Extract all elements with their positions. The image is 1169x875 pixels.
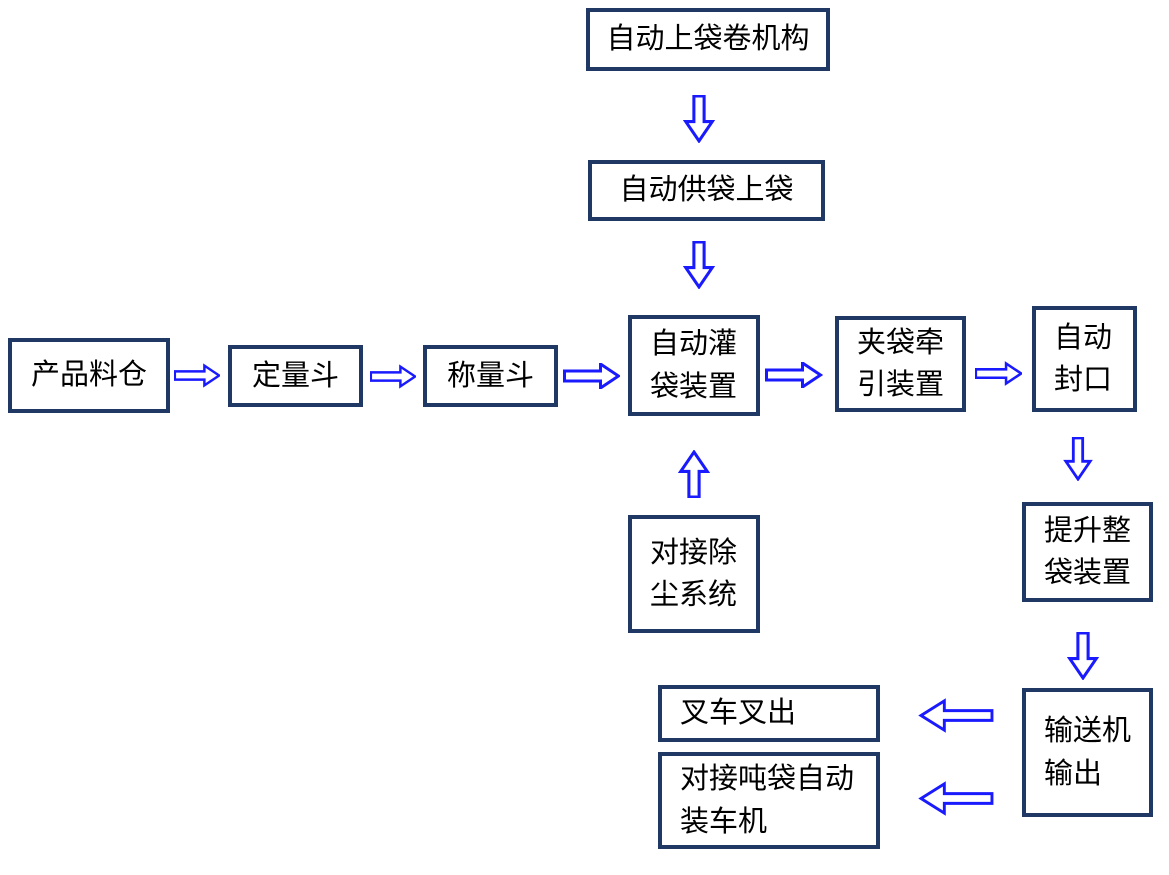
node-label-line: 夹袋牵 <box>857 326 945 359</box>
node-bag-supply: 自动供袋上袋 <box>588 160 825 221</box>
node-bag-clamp-traction: 夹袋牵 引装置 <box>835 316 966 412</box>
node-forklift-out: 叉车叉出 <box>658 685 880 742</box>
node-label-line: 封口 <box>1054 364 1113 396</box>
arrow-down-icon <box>683 95 715 143</box>
node-label-line: 提升整 <box>1044 514 1132 547</box>
arrow-up-icon <box>678 450 710 498</box>
node-bag-lifting-device: 提升整 袋装置 <box>1022 502 1153 602</box>
node-label: 定量斗 <box>251 359 339 392</box>
node-label: 称量斗 <box>446 359 534 392</box>
node-label-line: 袋装置 <box>1044 557 1132 589</box>
arrow-left-icon <box>918 781 994 816</box>
node-conveyor-output: 输送机 输出 <box>1022 688 1153 817</box>
node-label: 自动供袋上袋 <box>619 174 794 207</box>
node-label-line: 装车机 <box>680 805 768 838</box>
arrow-down-icon <box>1067 632 1099 680</box>
node-label-line: 输送机 <box>1044 715 1132 748</box>
node-label-line: 袋装置 <box>650 370 738 403</box>
arrow-right-icon <box>975 361 1022 386</box>
node-ton-bag-truck-loader: 对接吨袋自动 装车机 <box>658 752 880 849</box>
arrow-right-icon <box>370 364 416 389</box>
node-bag-filling-device: 自动灌 袋装置 <box>628 315 760 416</box>
node-label: 产品料仓 <box>30 359 147 392</box>
arrow-down-icon <box>683 241 715 289</box>
node-label-line: 尘系统 <box>650 579 738 611</box>
node-label-line: 自动 <box>1054 321 1113 354</box>
node-auto-sealing: 自动 封口 <box>1032 306 1137 412</box>
arrow-left-icon <box>918 698 994 733</box>
arrow-down-icon <box>1063 437 1093 481</box>
node-label-line: 对接除 <box>650 536 738 569</box>
node-dosing-hopper: 定量斗 <box>228 345 363 407</box>
node-label: 叉车叉出 <box>680 697 797 730</box>
node-label-line: 引装置 <box>857 369 945 401</box>
node-label-line: 自动灌 <box>650 328 738 361</box>
node-label-line: 输出 <box>1044 757 1103 790</box>
arrow-right-icon <box>563 363 620 389</box>
arrow-right-icon <box>174 363 220 388</box>
node-label-line: 对接吨袋自动 <box>680 763 855 796</box>
node-dust-removal-system: 对接除 尘系统 <box>628 515 760 633</box>
node-weighing-hopper: 称量斗 <box>423 345 558 407</box>
node-bag-roll-mechanism: 自动上袋卷机构 <box>586 8 830 71</box>
node-label: 自动上袋卷机构 <box>606 23 810 56</box>
node-product-silo: 产品料仓 <box>8 338 170 413</box>
arrow-right-icon <box>765 362 823 388</box>
